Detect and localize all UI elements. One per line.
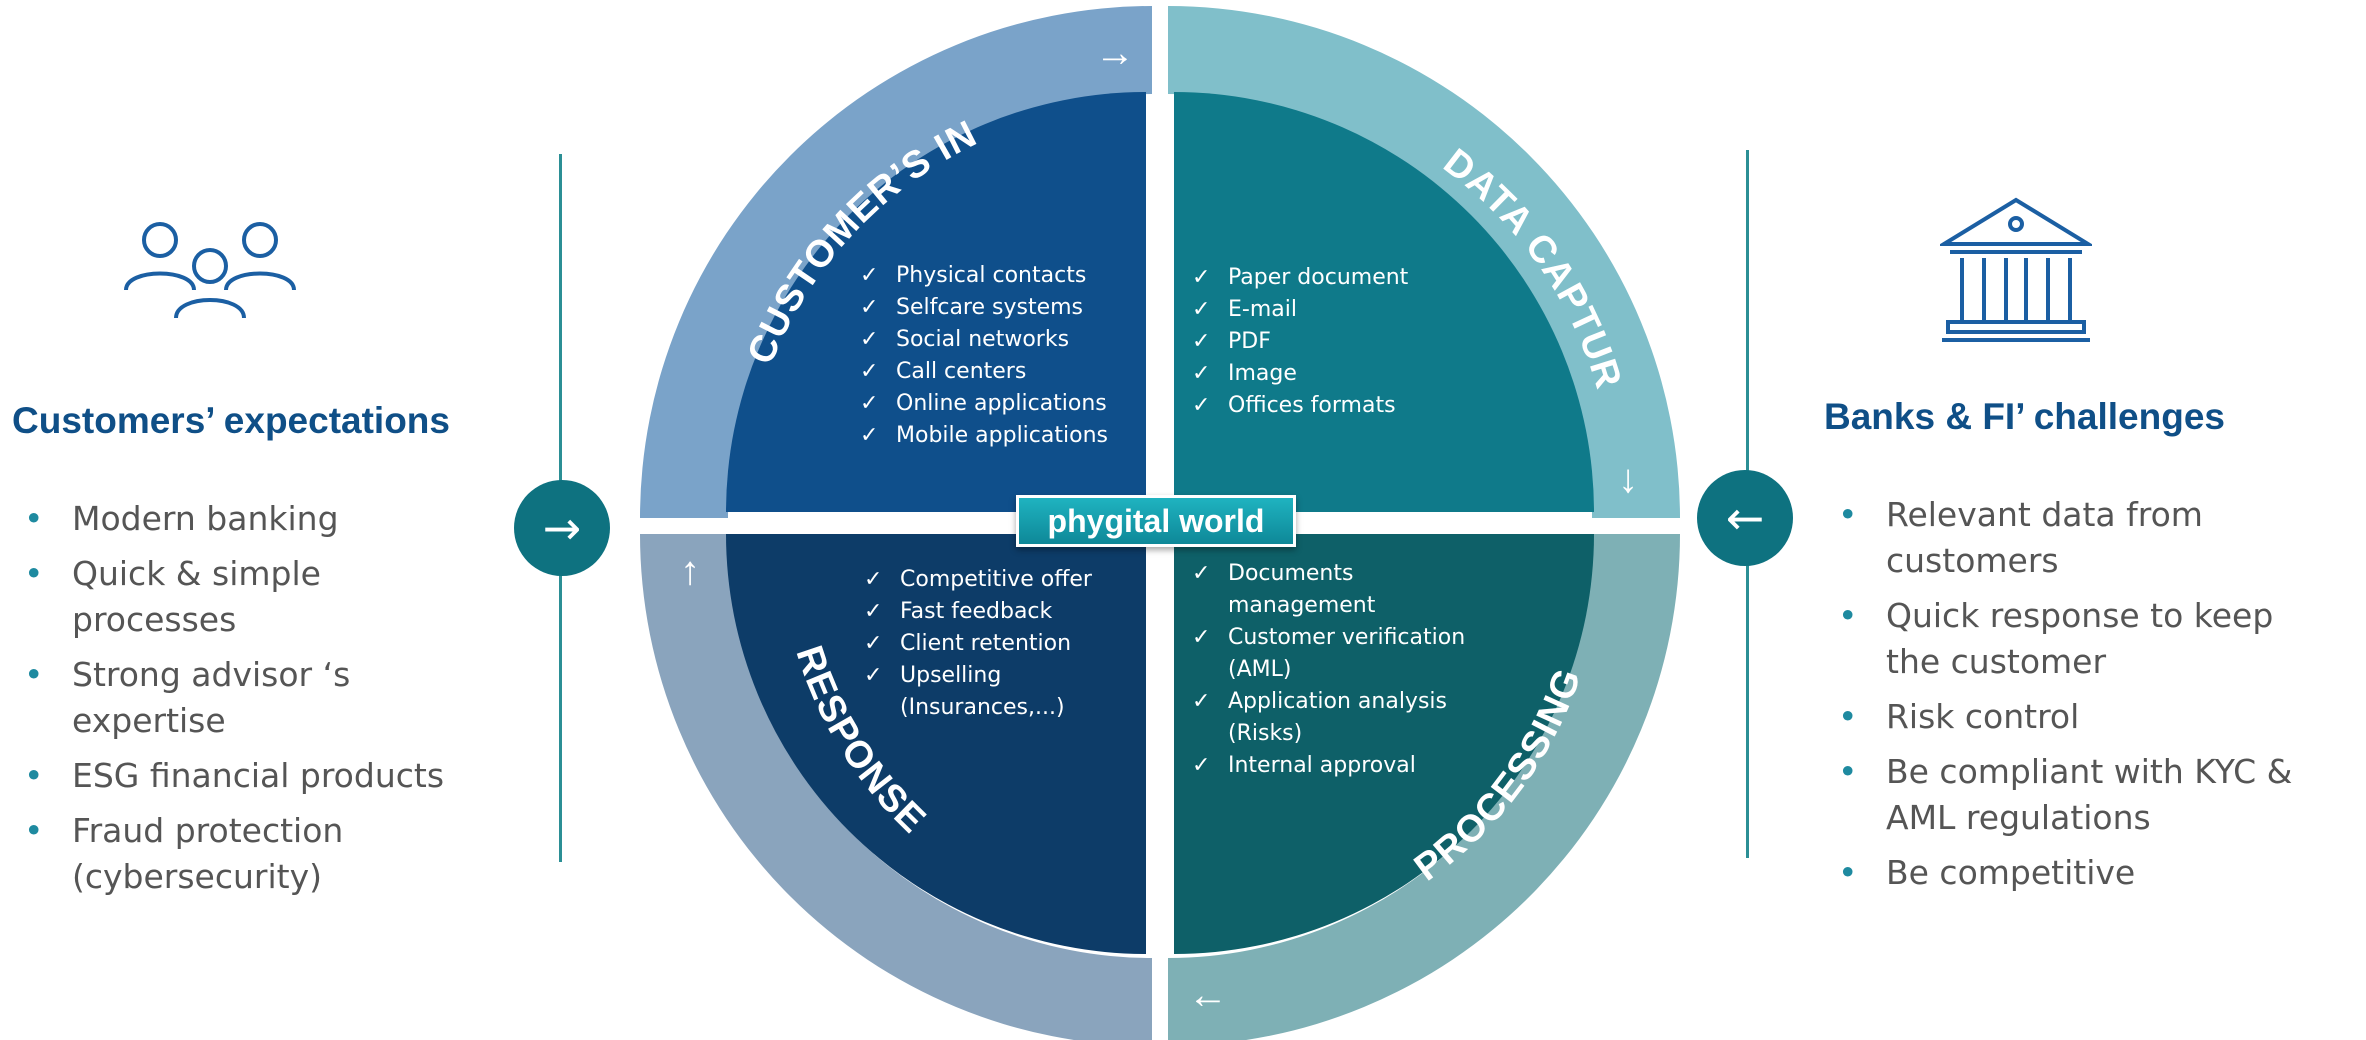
inquiry-checklist: Physical contacts Selfcare systems Socia… [860, 260, 1150, 452]
banks-challenges-list: Relevant data from customers Quick respo… [1826, 492, 2346, 905]
list-item: Online applications [860, 388, 1150, 420]
banks-challenges-title: Banks & FI’ challenges [1824, 396, 2225, 437]
customers-expectations-title: Customers’ expectations [12, 400, 450, 441]
list-item: Quick response to keep the customer [1826, 593, 2286, 685]
list-item: ESG financial products [12, 753, 482, 799]
list-item: Mobile applications [860, 420, 1150, 452]
arrow-left-button[interactable]: ← [1697, 470, 1793, 566]
phygital-world-label: phygital world [1016, 495, 1296, 547]
ring-segment-capture [1168, 6, 1680, 518]
list-item: Be compliant with KYC & AML regulations [1826, 749, 2346, 841]
list-item: Internal approval [1192, 750, 1462, 782]
list-item: Modern banking [12, 496, 482, 542]
list-item: Client retention [864, 628, 1124, 660]
stage-arrow-capture: ↓ [1618, 457, 1638, 501]
list-item: Upselling (Insurances,...) [864, 660, 1070, 724]
ring-segment-processing [1168, 534, 1680, 1040]
processing-checklist: Documents management Customer verificati… [1192, 558, 1465, 782]
stage-arrow-inquiry: → [1095, 31, 1135, 75]
list-item: Fraud protection (cybersecurity) [12, 808, 372, 900]
list-item: Application analysis (Risks) [1192, 686, 1458, 750]
list-item: Strong advisor ‘s expertise [12, 652, 482, 744]
arrow-right-button[interactable]: → [514, 480, 610, 576]
list-item: Fast feedback [864, 596, 1124, 628]
ring-segment-response [640, 534, 1152, 1040]
response-checklist: Competitive offer Fast feedback Client r… [864, 564, 1124, 724]
list-item: Competitive offer [864, 564, 1124, 596]
list-item: Physical contacts [860, 260, 1150, 292]
list-item: Documents management [1192, 558, 1388, 622]
list-item: Call centers [860, 356, 1150, 388]
list-item: Image [1192, 358, 1452, 390]
list-item: Social networks [860, 324, 1150, 356]
capture-checklist: Paper document E-mail PDF Image Offices … [1192, 262, 1452, 422]
list-item: Relevant data from customers [1826, 492, 2346, 584]
stage-arrow-response: ↑ [680, 549, 700, 593]
people-group-icon [120, 218, 300, 333]
cycle-diagram: CUSTOMER’S INQUIRY DATA CAPTURE PROCESSI… [640, 0, 1680, 1040]
list-item: Risk control [1826, 694, 2346, 740]
customers-expectations-list: Modern banking Quick & simple processes … [12, 496, 482, 909]
list-item: Offices formats [1192, 390, 1452, 422]
bank-building-icon [1936, 196, 2096, 349]
list-item: Paper document [1192, 262, 1452, 294]
ring-segment-inquiry [640, 6, 1152, 518]
list-item: Selfcare systems [860, 292, 1150, 324]
stage-arrow-processing: ← [1188, 973, 1228, 1017]
list-item: E-mail [1192, 294, 1452, 326]
list-item: Quick & simple processes [12, 551, 482, 643]
list-item: Customer verification (AML) [1192, 622, 1488, 686]
list-item: PDF [1192, 326, 1452, 358]
list-item: Be competitive [1826, 850, 2346, 896]
